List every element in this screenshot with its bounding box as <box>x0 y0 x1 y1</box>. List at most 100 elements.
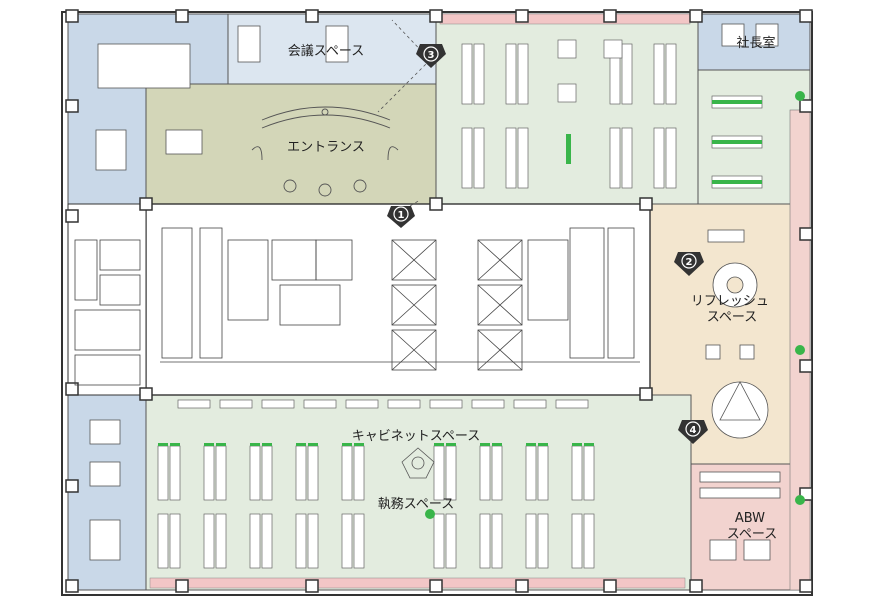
desk <box>157 445 169 501</box>
desk <box>261 399 295 409</box>
desk <box>341 445 353 501</box>
desk-accent <box>572 443 582 446</box>
desk <box>203 445 215 501</box>
desk <box>537 445 549 501</box>
desk <box>621 43 633 105</box>
zone-labels: 会議スペース エントランス 社長室 リフレッシュ スペース キャビネットスペース… <box>287 35 777 542</box>
entrance-reception <box>251 106 399 197</box>
desk-accent <box>584 443 594 446</box>
desk <box>307 513 319 569</box>
desk <box>609 127 621 189</box>
desk <box>433 513 445 569</box>
desk <box>341 513 353 569</box>
desk-accent <box>250 443 260 446</box>
desk <box>261 513 273 569</box>
label-abw: ABW スペース <box>727 511 777 542</box>
desk <box>505 127 517 189</box>
desk-accent <box>480 443 490 446</box>
desk <box>505 43 517 105</box>
label-president: 社長室 <box>736 35 775 51</box>
service-details <box>74 239 141 386</box>
desk <box>557 39 577 59</box>
desk <box>583 513 595 569</box>
desk <box>473 43 485 105</box>
desk <box>513 399 547 409</box>
marker-3: 3 <box>416 44 446 68</box>
desk <box>249 513 261 569</box>
desk <box>429 399 463 409</box>
desk <box>517 43 529 105</box>
marker-2-number: 2 <box>686 257 693 268</box>
desk <box>491 445 503 501</box>
desk <box>353 513 365 569</box>
desk <box>433 445 445 501</box>
desk <box>169 513 181 569</box>
desk-accent <box>216 443 226 446</box>
desk-accent <box>170 443 180 446</box>
refresh-furniture <box>705 229 769 439</box>
desk <box>177 399 211 409</box>
desk-accent <box>434 443 444 446</box>
desk-accent <box>492 443 502 446</box>
desk <box>295 513 307 569</box>
desk <box>157 513 169 569</box>
desk <box>303 399 337 409</box>
desk-accent <box>354 443 364 446</box>
desk <box>471 399 505 409</box>
service-area <box>67 203 147 396</box>
desk <box>525 445 537 501</box>
desk <box>445 445 457 501</box>
desk-accent <box>446 443 456 446</box>
desk <box>621 127 633 189</box>
desk-accent <box>308 443 318 446</box>
desk <box>461 43 473 105</box>
desk <box>479 445 491 501</box>
zone-president <box>697 13 811 71</box>
marker-2: 2 <box>674 252 704 276</box>
desk-accent <box>204 443 214 446</box>
label-meeting: 会議スペース <box>288 44 364 59</box>
desk <box>653 127 665 189</box>
desk-accent <box>262 443 272 446</box>
desk <box>445 513 457 569</box>
desk <box>525 513 537 569</box>
desk <box>665 127 677 189</box>
desk <box>571 513 583 569</box>
label-work: 執務スペース <box>378 496 454 512</box>
marker-3-number: 3 <box>428 50 435 61</box>
desk <box>295 445 307 501</box>
desk <box>345 399 379 409</box>
desk <box>479 513 491 569</box>
marker-1: 1 <box>387 206 415 228</box>
desk <box>219 399 253 409</box>
green-accents <box>425 91 805 519</box>
desk-accent <box>296 443 306 446</box>
guide-lines <box>377 19 431 213</box>
zone-bottom-work <box>145 394 692 591</box>
desk <box>555 399 589 409</box>
desk <box>261 445 273 501</box>
columns <box>65 9 813 593</box>
desk <box>491 513 503 569</box>
desk <box>461 127 473 189</box>
desk <box>603 39 623 59</box>
desk <box>571 445 583 501</box>
core-area <box>145 203 651 396</box>
desk-accent <box>526 443 536 446</box>
abw-furniture <box>699 471 781 561</box>
desk <box>557 83 577 103</box>
desk <box>249 445 261 501</box>
desk <box>537 513 549 569</box>
desk <box>653 43 665 105</box>
meeting-tables <box>89 23 779 561</box>
desk <box>353 445 365 501</box>
marker-4-number: 4 <box>690 425 697 436</box>
desk <box>583 445 595 501</box>
desk-accent <box>342 443 352 446</box>
core-details <box>160 227 640 371</box>
desk <box>517 127 529 189</box>
desk <box>473 127 485 189</box>
desk-accent <box>158 443 168 446</box>
desk <box>203 513 215 569</box>
